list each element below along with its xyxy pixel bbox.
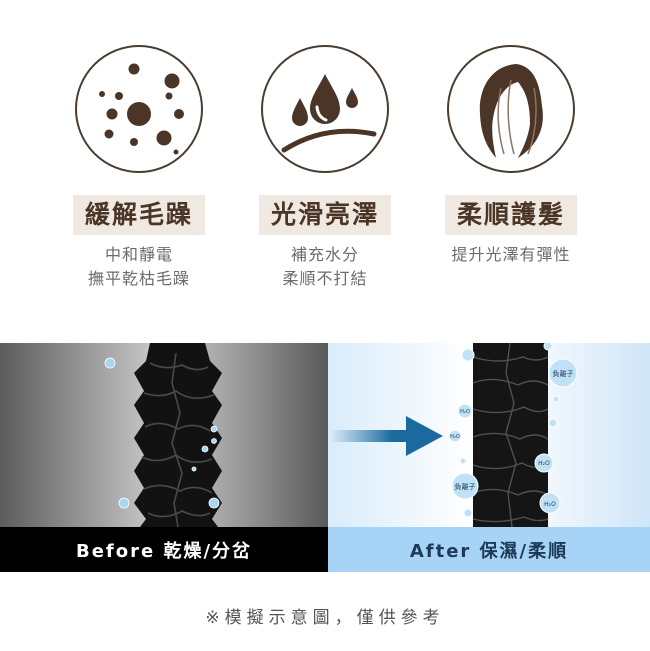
- feature-icon-circle: [261, 45, 389, 173]
- feature-icon-circle: [447, 45, 575, 173]
- before-label: Before 乾燥/分岔: [0, 527, 328, 572]
- feature-anti-frizz: 緩解毛躁 中和靜電 撫平乾枯毛躁: [54, 45, 224, 291]
- feature-title: 緩解毛躁: [72, 195, 205, 235]
- particles-icon: [99, 63, 184, 155]
- after-label: After 保濕/柔順: [328, 527, 650, 572]
- after-panel: 負離子 H₂O H₂O H₂O 負離子 H₂O After 保濕/柔順: [328, 343, 650, 572]
- long-hair-icon: [479, 64, 543, 158]
- arrow-right-icon: [330, 416, 443, 456]
- feature-title: 光滑亮澤: [258, 195, 391, 235]
- feature-title: 柔順護髮: [444, 195, 577, 235]
- before-panel: Before 乾燥/分岔: [0, 343, 328, 572]
- feature-hair-care: 柔順護髮 提升光澤有彈性: [426, 45, 596, 267]
- healthy-hair-strand: 負離子 H₂O H₂O H₂O 負離子 H₂O: [448, 343, 578, 528]
- feature-description: 補充水分 柔順不打結: [282, 245, 368, 288]
- feature-smooth-shine: 光滑亮澤 補充水分 柔順不打結: [240, 45, 410, 291]
- feature-description: 提升光澤有彈性: [451, 245, 571, 264]
- bubble-label: H₂O: [538, 460, 550, 467]
- feature-description: 中和靜電 撫平乾枯毛躁: [87, 245, 190, 288]
- bubble-label: H₂O: [460, 409, 470, 415]
- bubble-label: H₂O: [544, 501, 556, 508]
- bubble-label: 負離子: [455, 482, 476, 491]
- feature-icon-circle: [75, 45, 203, 173]
- water-drops-icon: [281, 74, 377, 153]
- disclaimer-note: ※模擬示意圖，僅供參考: [205, 608, 445, 628]
- water-bubbles: 負離子 H₂O H₂O H₂O 負離子 H₂O: [448, 343, 578, 518]
- damaged-hair-strand: [104, 343, 222, 528]
- bubble-label: 負離子: [553, 369, 574, 378]
- bubble-label: H₂O: [450, 434, 460, 440]
